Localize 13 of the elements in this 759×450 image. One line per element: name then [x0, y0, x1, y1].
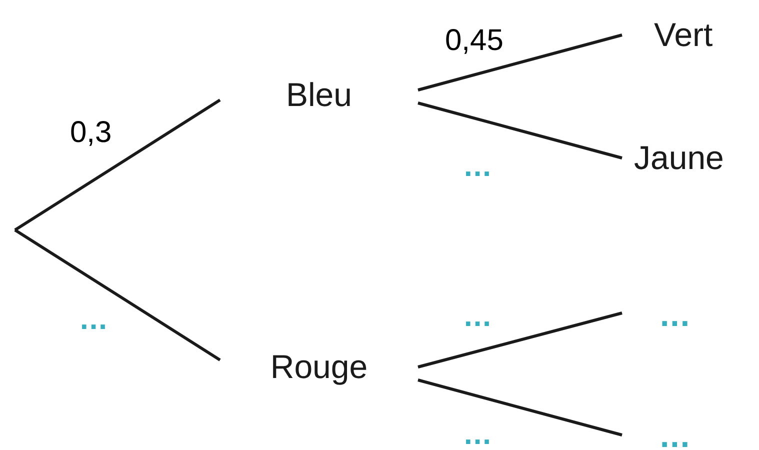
outcome-label: ...	[660, 296, 691, 334]
probability-label: 0,45	[443, 26, 506, 56]
outcome-label: ...	[660, 417, 691, 450]
branch-line	[418, 102, 622, 160]
outcome-label: Rouge	[270, 348, 368, 386]
outcome-label: Jaune	[634, 139, 724, 177]
outcome-label: Bleu	[286, 76, 352, 114]
branch-line	[418, 312, 622, 368]
branch-line	[418, 34, 622, 92]
outcome-label: Vert	[654, 16, 713, 54]
branch-line	[14, 98, 221, 232]
branch-line	[14, 228, 221, 362]
branch-line	[418, 378, 622, 436]
